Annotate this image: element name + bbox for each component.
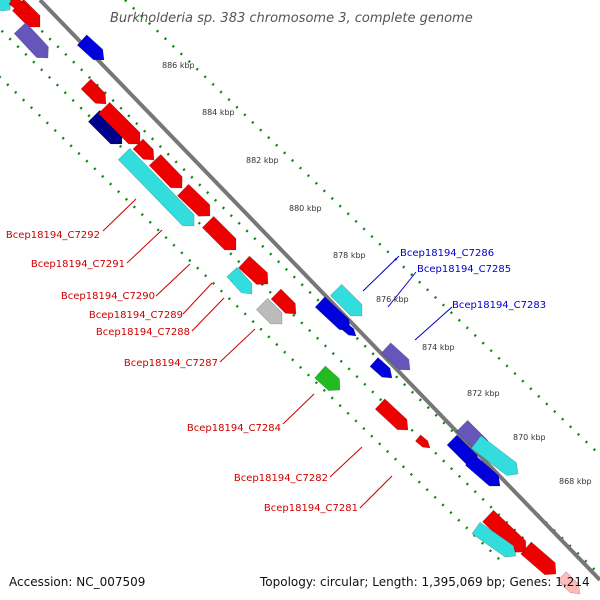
- gene-label: Bcep18194_C7285: [417, 264, 511, 275]
- leader-line: [282, 393, 315, 425]
- gene-features: [0, 0, 581, 595]
- gene-arrow: [270, 288, 297, 315]
- gene-label: Bcep18194_C7292: [6, 230, 100, 241]
- tick-label: 884 kbp: [202, 108, 235, 117]
- leader-line: [219, 328, 256, 363]
- dotted-guides: [0, 0, 600, 576]
- gene-arrow: [132, 138, 155, 161]
- gene-arrow: [201, 215, 237, 251]
- gene-label: Bcep18194_C7287: [124, 358, 218, 369]
- tick-labels: 886 kbp 884 kbp 882 kbp 880 kbp 878 kbp 876 k…: [162, 61, 592, 486]
- leader-line: [329, 446, 363, 478]
- leader-line: [414, 306, 453, 341]
- tick-label: 886 kbp: [162, 61, 195, 70]
- tick-label: 870 kbp: [513, 433, 546, 442]
- gene-arrow: [87, 109, 123, 145]
- gene-arrow: [471, 521, 517, 558]
- gene-label: Bcep18194_C7282: [234, 473, 328, 484]
- gene-label: Bcep18194_C7288: [96, 327, 190, 338]
- gene-arrow: [76, 34, 105, 61]
- summary-text: Topology: circular; Length: 1,395,069 bp…: [259, 575, 590, 589]
- gene-label: Bcep18194_C7289: [89, 310, 183, 321]
- tick-label: 876 kbp: [376, 295, 409, 304]
- gene-arrow: [369, 357, 393, 379]
- gene-label: Bcep18194_C7283: [452, 300, 546, 311]
- leader-line: [362, 255, 400, 292]
- gene-arrow: [13, 22, 49, 59]
- leader-line: [182, 282, 213, 315]
- gene-arrow: [470, 435, 519, 476]
- tick-label: 880 kbp: [289, 204, 322, 213]
- leader-lines: [102, 198, 453, 509]
- leader-line: [191, 297, 225, 332]
- gene-arrow: [97, 101, 141, 145]
- tick-label: 882 kbp: [246, 156, 279, 165]
- tick-label: 868 kbp: [559, 477, 592, 486]
- guide-dotted-line: [124, 0, 600, 456]
- gene-label: Bcep18194_C7291: [31, 259, 125, 270]
- gene-arrow: [238, 255, 269, 285]
- gene-arrow: [341, 322, 357, 337]
- gene-arrow: [380, 342, 411, 371]
- gene-arrow: [80, 78, 107, 105]
- gene-arrow: [314, 365, 341, 391]
- gene-arrow: [8, 0, 31, 15]
- leader-line: [359, 475, 393, 509]
- gene-label: Bcep18194_C7281: [264, 503, 358, 514]
- accession-text: Accession: NC_007509: [9, 575, 145, 589]
- gene-arrow: [557, 571, 581, 595]
- gene-arrow: [177, 183, 211, 217]
- leader-line: [155, 263, 191, 297]
- gene-arrow: [329, 283, 363, 317]
- leader-line: [387, 271, 417, 308]
- gene-labels: Bcep18194_C7292Bcep18194_C7291Bcep18194_…: [6, 230, 546, 514]
- gene-arrow: [314, 296, 351, 331]
- map-title: Burkholderia sp. 383 chromosome 3, compl…: [110, 11, 473, 26]
- gene-arrow: [226, 266, 253, 295]
- tick-label: 872 kbp: [467, 389, 500, 398]
- gene-arrow: [415, 434, 431, 449]
- gene-arrow: [0, 0, 12, 12]
- gene-arrow: [117, 147, 195, 227]
- tick-label: 874 kbp: [422, 343, 455, 352]
- gene-arrow: [255, 297, 283, 325]
- gene-label: Bcep18194_C7284: [187, 423, 281, 434]
- gene-label: Bcep18194_C7290: [61, 291, 155, 302]
- backbone-line: [38, 0, 600, 582]
- gene-arrow: [464, 454, 501, 487]
- gene-label: Bcep18194_C7286: [400, 248, 494, 259]
- leader-line: [126, 229, 163, 264]
- tick-label: 878 kbp: [333, 251, 366, 260]
- gene-arrow: [374, 398, 409, 431]
- gene-arrow: [520, 541, 557, 576]
- guide-dotted-line: [0, 75, 501, 561]
- gene-arrow: [148, 154, 183, 189]
- leader-line: [102, 198, 137, 232]
